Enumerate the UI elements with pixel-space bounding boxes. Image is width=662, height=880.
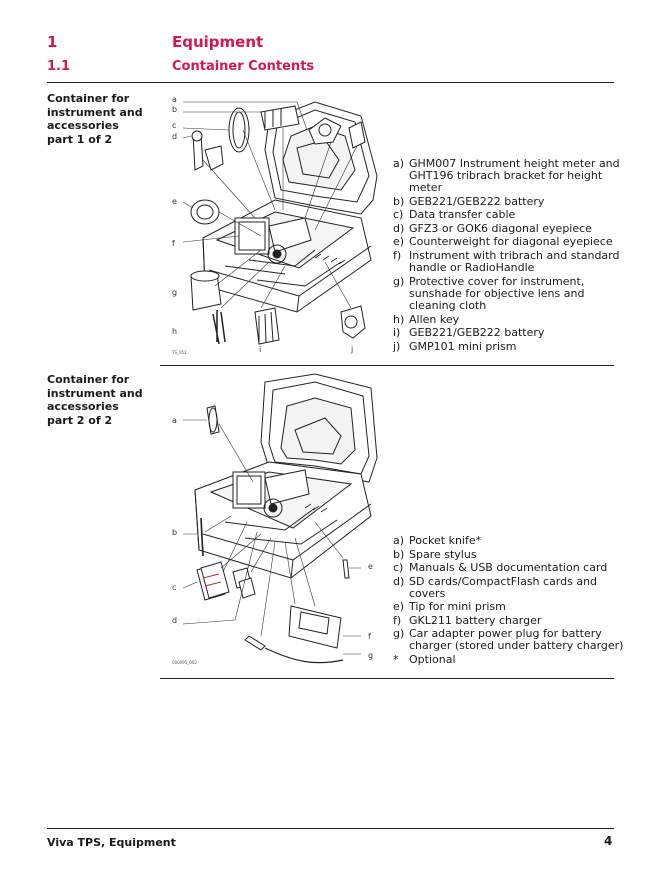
list-item: d)SD cards/CompactFlash cards and covers [393, 574, 598, 600]
list-item: j)GMP101 mini prism [393, 339, 517, 353]
figure-code: TS_052 [171, 350, 187, 355]
part-divider [160, 365, 614, 366]
list-item: e)Tip for mini prism [393, 600, 506, 614]
list-item: e)Counterweight for diagonal eyepiece [393, 235, 613, 249]
callout-a: a [172, 95, 177, 104]
container-figure-part1: a b c d e f g h i j TS_052 [171, 95, 378, 355]
callout-f: f [172, 239, 175, 248]
callout-d: d [172, 132, 177, 141]
chapter-title: Equipment [172, 33, 264, 51]
callout-j: j [350, 345, 353, 354]
footer-document-title: Viva TPS, Equipment [47, 836, 176, 849]
list-item: f)Instrument with tribrach and standard … [393, 248, 620, 275]
callout-e: e [368, 562, 373, 571]
part1-legend: a)GHM007 Instrument height meter and GHT… [393, 157, 625, 354]
callout-g: g [368, 651, 373, 660]
figure-code: 000095_002 [172, 660, 197, 665]
callout-a: a [172, 416, 177, 425]
list-item: f)GKL211 battery charger [393, 613, 542, 627]
callout-h: h [172, 327, 177, 336]
list-item: g)Car adapter power plug for battery cha… [393, 627, 624, 653]
list-item: c)Data transfer cable [393, 208, 516, 222]
list-item: b)GEB221/GEB222 battery [393, 194, 545, 208]
part2-legend: a)Pocket knife* b)Spare stylus c)Manuals… [393, 534, 625, 667]
list-item: h)Allen key [393, 312, 460, 326]
section-rule [47, 82, 614, 83]
page-number: 4 [604, 834, 613, 848]
list-item: *Optional [393, 652, 456, 666]
callout-c: c [172, 583, 176, 592]
callout-f: f [368, 632, 371, 641]
section-title: Container Contents [172, 59, 315, 74]
section-number: 1.1 [47, 59, 71, 74]
callout-e: e [172, 197, 177, 206]
list-item: a)Pocket knife* [393, 534, 482, 547]
callout-c: c [172, 121, 176, 130]
part1-heading: Container for instrument and accessories… [47, 92, 143, 146]
list-item: a)GHM007 Instrument height meter and GHT… [393, 157, 620, 195]
list-item: i)GEB221/GEB222 battery [393, 326, 545, 340]
callout-i: i [259, 345, 261, 354]
list-item: d)GFZ3 or GOK6 diagonal eyepiece [393, 221, 592, 235]
callout-d: d [172, 616, 177, 625]
callout-g: g [172, 288, 177, 297]
callout-b: b [172, 105, 177, 114]
callout-b: b [172, 528, 177, 537]
list-item: g)Protective cover for instrument, sunsh… [393, 274, 585, 313]
list-item: c)Manuals & USB documentation card [393, 561, 608, 574]
footer-rule [47, 828, 614, 829]
list-item: b)Spare stylus [393, 547, 477, 561]
container-figure-part2: a b c d e f g 000095_002 [172, 373, 378, 665]
part-divider [160, 678, 614, 679]
part2-heading: Container for instrument and accessories… [47, 373, 143, 427]
chapter-number: 1 [47, 33, 58, 51]
